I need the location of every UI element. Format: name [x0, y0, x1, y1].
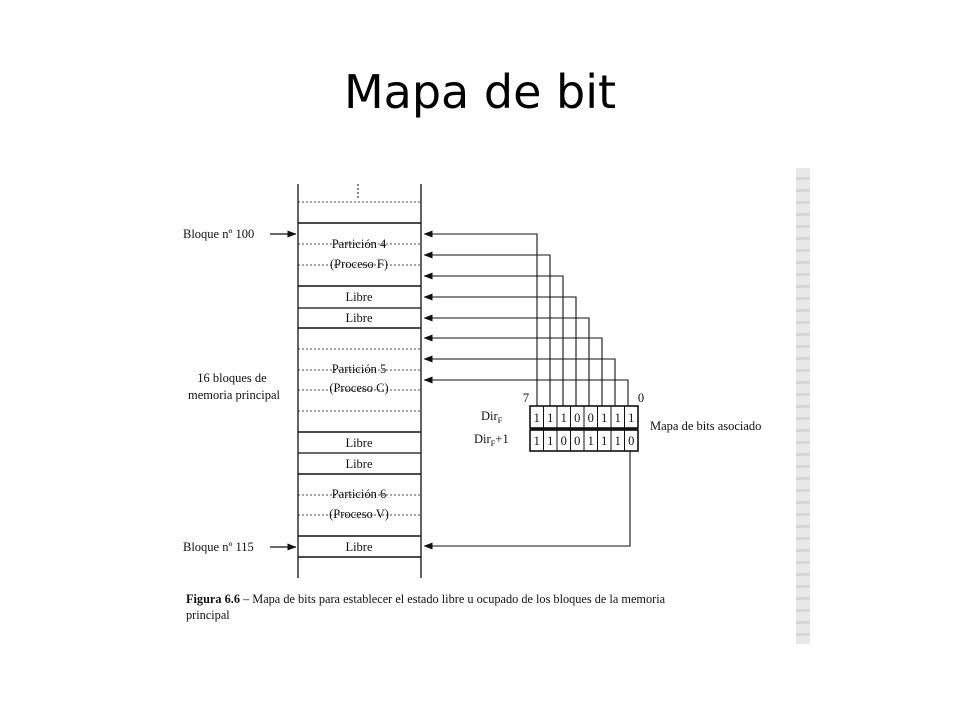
figure-area [174, 168, 810, 644]
bit-value: 1 [601, 434, 607, 448]
caption-text: – Mapa de bits para establecer el estado… [239, 592, 666, 606]
blocks-count-label: memoria principal [188, 388, 281, 402]
bit-value: 0 [588, 411, 594, 425]
bit-value: 1 [615, 434, 621, 448]
scan-edge [796, 168, 810, 644]
slide-title: Mapa de bit [343, 65, 617, 119]
bit-value: 0 [574, 411, 580, 425]
partition-5-label: Partición 5 [332, 362, 387, 376]
free-block-label: Libre [345, 311, 373, 325]
figure-caption: Figura 6.6 – Mapa de bits para establece… [186, 591, 796, 623]
blocks-count-label: 16 bloques de [197, 371, 267, 385]
bit-value: 1 [534, 411, 540, 425]
row-2-label: DirF+1 [474, 432, 509, 448]
bit-pointer-arrows [423, 230, 631, 550]
bit-value: 0 [628, 434, 634, 448]
free-block-label: Libre [345, 457, 373, 471]
block-end-label: Bloque nº 115 [183, 540, 254, 554]
partition-6-label: Partición 6 [332, 487, 387, 501]
bit-value: 0 [561, 434, 567, 448]
bit-value: 1 [561, 411, 567, 425]
bit-value: 1 [534, 434, 540, 448]
figure-number: Figura 6.6 [186, 592, 240, 606]
partition-6-process: (Proceso V) [329, 507, 389, 521]
free-block-label: Libre [345, 290, 373, 304]
bit-value: 1 [547, 411, 553, 425]
bit-value: 1 [588, 434, 594, 448]
partition-4-process: (Proceso F) [330, 257, 388, 271]
free-block-label: Libre [345, 436, 373, 450]
partition-5-process: (Proceso C) [329, 381, 388, 395]
row-1-label: DirF [481, 409, 503, 425]
block-start-label: Bloque nº 100 [183, 227, 254, 241]
caption-text-continued: principal [186, 608, 230, 622]
bit-lsb-label: 0 [638, 391, 644, 405]
bit-value: 0 [574, 434, 580, 448]
bit-value: 1 [547, 434, 553, 448]
bit-value: 1 [615, 411, 621, 425]
memory-column [297, 184, 422, 578]
free-block-label: Libre [345, 540, 373, 554]
partition-4-label: Partición 4 [332, 237, 387, 251]
bitmap-associated-label: Mapa de bits asociado [650, 419, 761, 433]
bit-value: 1 [601, 411, 607, 425]
bit-msb-label: 7 [523, 391, 529, 405]
bit-value: 1 [628, 411, 634, 425]
